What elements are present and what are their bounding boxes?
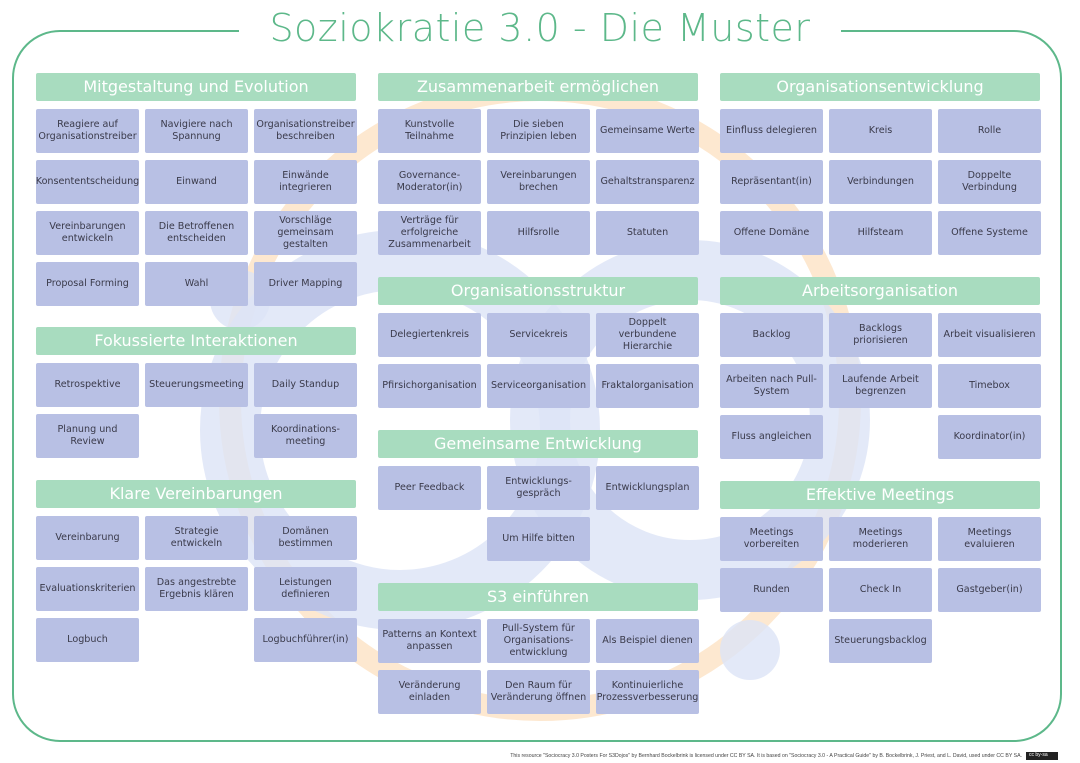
card-reagiere-auf-organisationstreiber[interactable]: Reagiere auf Organisationstreiber [36, 109, 139, 153]
card-kreis[interactable]: Kreis [829, 109, 932, 153]
card-statuten[interactable]: Statuten [596, 211, 699, 255]
card-servicekreis[interactable]: Servicekreis [487, 313, 590, 357]
card-leistungen-definieren[interactable]: Leistungen definieren [254, 567, 357, 611]
card-steuerungsmeeting[interactable]: Steuerungsmeeting [145, 363, 248, 407]
card-wahl[interactable]: Wahl [145, 262, 248, 306]
card-arbeiten-nach-pull-system[interactable]: Arbeiten nach Pull-System [720, 364, 823, 408]
card-entwicklungsgespraech[interactable]: Entwicklungs-gespräch [487, 466, 590, 510]
card-logbuchfuehrer[interactable]: Logbuchführer(in) [254, 618, 357, 662]
card-als-beispiel-dienen[interactable]: Als Beispiel dienen [596, 619, 699, 663]
card-pfirsichorganisation[interactable]: Pfirsichorganisation [378, 364, 481, 408]
card-timebox[interactable]: Timebox [938, 364, 1041, 408]
card-konsententscheidung[interactable]: Konsententscheidung [36, 160, 139, 204]
card-meetings-moderieren[interactable]: Meetings moderieren [829, 517, 932, 561]
card-strategie-entwickeln[interactable]: Strategie entwickeln [145, 516, 248, 560]
card-steuerungsbacklog[interactable]: Steuerungsbacklog [829, 619, 932, 663]
card-domaenen-bestimmen[interactable]: Domänen bestimmen [254, 516, 357, 560]
card-check-in[interactable]: Check In [829, 568, 932, 612]
card-delegiertenkreis[interactable]: Delegiertenkreis [378, 313, 481, 357]
card-raum-fuer-veraenderung[interactable]: Den Raum für Veränderung öffnen [487, 670, 590, 714]
card-veraenderung-einladen[interactable]: Veränderung einladen [378, 670, 481, 714]
card-einwaende-integrieren[interactable]: Einwände integrieren [254, 160, 357, 204]
card-fluss-angleichen[interactable]: Fluss angleichen [720, 415, 823, 459]
card-vereinbarungen-entwickeln[interactable]: Vereinbarungen entwickeln [36, 211, 139, 255]
card-fraktalorganisation[interactable]: Fraktalorganisation [596, 364, 699, 408]
card-die-betroffenen-entscheiden[interactable]: Die Betroffenen entscheiden [145, 211, 248, 255]
card-driver-mapping[interactable]: Driver Mapping [254, 262, 357, 306]
section-header-organisationsentwicklung: Organisationsentwicklung [720, 73, 1040, 101]
card-einwand[interactable]: Einwand [145, 160, 248, 204]
section-header-fokussierte: Fokussierte Interaktionen [36, 327, 356, 355]
card-pull-system-organisationsentwicklung[interactable]: Pull-System für Organisations-entwicklun… [487, 619, 590, 663]
card-hilfsrolle[interactable]: Hilfsrolle [487, 211, 590, 255]
card-retrospektive[interactable]: Retrospektive [36, 363, 139, 407]
card-proposal-forming[interactable]: Proposal Forming [36, 262, 139, 306]
card-daily-standup[interactable]: Daily Standup [254, 363, 357, 407]
card-evaluationskriterien[interactable]: Evaluationskriterien [36, 567, 139, 611]
card-vertraege-zusammenarbeit[interactable]: Verträge für erfolgreiche Zusammenarbeit [378, 211, 481, 255]
card-peer-feedback[interactable]: Peer Feedback [378, 466, 481, 510]
card-offene-domaene[interactable]: Offene Domäne [720, 211, 823, 255]
card-governance-moderator[interactable]: Governance-Moderator(in) [378, 160, 481, 204]
card-navigiere-nach-spannung[interactable]: Navigiere nach Spannung [145, 109, 248, 153]
card-vorschlaege-gemeinsam-gestalten[interactable]: Vorschläge gemeinsam gestalten [254, 211, 357, 255]
section-header-zusammenarbeit: Zusammenarbeit ermöglichen [378, 73, 698, 101]
section-header-effektive: Effektive Meetings [720, 481, 1040, 509]
card-laufende-arbeit-begrenzen[interactable]: Laufende Arbeit begrenzen [829, 364, 932, 408]
card-doppelt-verbundene-hierarchie[interactable]: Doppelt verbundene Hierarchie [596, 313, 699, 357]
card-arbeit-visualisieren[interactable]: Arbeit visualisieren [938, 313, 1041, 357]
card-sieben-prinzipien[interactable]: Die sieben Prinzipien leben [487, 109, 590, 153]
card-koordinator[interactable]: Koordinator(in) [938, 415, 1041, 459]
section-header-gemeinsame: Gemeinsame Entwicklung [378, 430, 698, 458]
section-header-mitgestaltung: Mitgestaltung und Evolution [36, 73, 356, 101]
card-logbuch[interactable]: Logbuch [36, 618, 139, 662]
card-vereinbarung[interactable]: Vereinbarung [36, 516, 139, 560]
card-rolle[interactable]: Rolle [938, 109, 1041, 153]
license-credit: This resource "Sociocracy 3.0 Posters Fo… [510, 753, 1022, 759]
section-header-klare: Klare Vereinbarungen [36, 480, 356, 508]
card-gemeinsame-werte[interactable]: Gemeinsame Werte [596, 109, 699, 153]
card-kontinuierliche-prozessverbesserung[interactable]: Kontinuierliche Prozessverbesserung [596, 670, 699, 714]
card-backlogs-priorisieren[interactable]: Backlogs priorisieren [829, 313, 932, 357]
card-hilfsteam[interactable]: Hilfsteam [829, 211, 932, 255]
card-meetings-vorbereiten[interactable]: Meetings vorbereiten [720, 517, 823, 561]
card-serviceorganisation[interactable]: Serviceorganisation [487, 364, 590, 408]
card-einfluss-delegieren[interactable]: Einfluss delegieren [720, 109, 823, 153]
card-organisationstreiber-beschreiben[interactable]: Organisationstreiber beschreiben [254, 109, 357, 153]
cc-license-badge [1026, 752, 1058, 760]
card-entwicklungsplan[interactable]: Entwicklungsplan [596, 466, 699, 510]
card-gehaltstransparenz[interactable]: Gehaltstransparenz [596, 160, 699, 204]
card-meetings-evaluieren[interactable]: Meetings evaluieren [938, 517, 1041, 561]
card-vereinbarungen-brechen[interactable]: Vereinbarungen brechen [487, 160, 590, 204]
card-repraesentant[interactable]: Repräsentant(in) [720, 160, 823, 204]
card-um-hilfe-bitten[interactable]: Um Hilfe bitten [487, 517, 590, 561]
card-planung-und-review[interactable]: Planung und Review [36, 414, 139, 458]
section-header-s3: S3 einführen [378, 583, 698, 611]
section-header-arbeitsorganisation: Arbeitsorganisation [720, 277, 1040, 305]
card-patterns-anpassen[interactable]: Patterns an Kontext anpassen [378, 619, 481, 663]
card-backlog[interactable]: Backlog [720, 313, 823, 357]
card-runden[interactable]: Runden [720, 568, 823, 612]
card-kunstvolle-teilnahme[interactable]: Kunstvolle Teilnahme [378, 109, 481, 153]
section-header-organisationsstruktur: Organisationsstruktur [378, 277, 698, 305]
card-koordinationsmeeting[interactable]: Koordinations-meeting [254, 414, 357, 458]
card-verbindungen[interactable]: Verbindungen [829, 160, 932, 204]
card-gastgeber[interactable]: Gastgeber(in) [938, 568, 1041, 612]
card-angestrebte-ergebnis-klaeren[interactable]: Das angestrebte Ergebnis klären [145, 567, 248, 611]
card-doppelte-verbindung[interactable]: Doppelte Verbindung [938, 160, 1041, 204]
card-offene-systeme[interactable]: Offene Systeme [938, 211, 1041, 255]
